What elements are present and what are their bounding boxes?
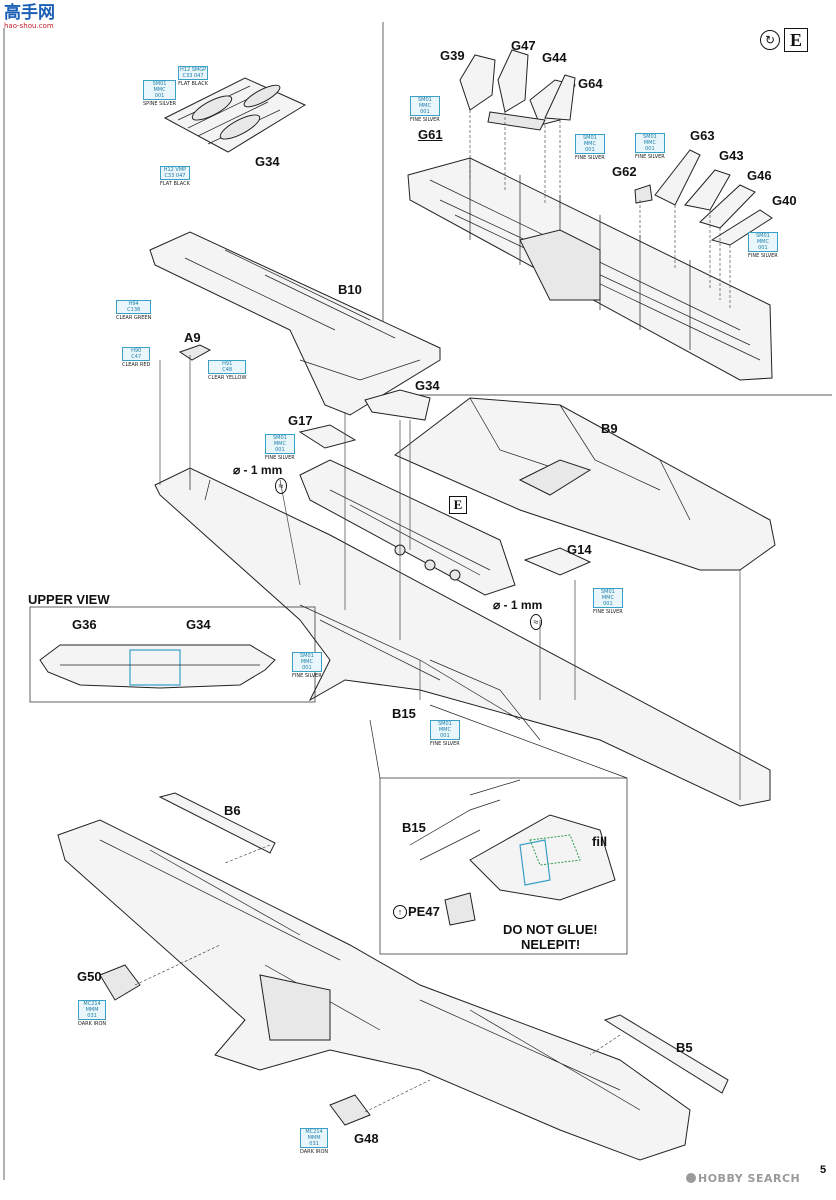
g34-radiator-drawing — [163, 77, 307, 153]
watermark-logo-icon — [686, 1173, 696, 1183]
step-badge: E — [784, 28, 808, 52]
cockpit-frame-drawing — [407, 49, 773, 381]
b5-drawing — [603, 1014, 729, 1094]
label-diameter-2: ⌀ - 1 mm — [493, 598, 543, 612]
label-diameter-1: ⌀ - 1 mm — [233, 463, 283, 477]
label-b10: B10 — [338, 282, 362, 297]
label-g50: G50 — [77, 969, 102, 984]
label-b6: B6 — [224, 803, 241, 818]
label-b15-detail: B15 — [402, 820, 426, 835]
label-g39: G39 — [440, 48, 465, 63]
detail-drawing — [409, 779, 616, 926]
drill-icon: ≈ — [275, 478, 287, 494]
label-g63: G63 — [690, 128, 715, 143]
label-g61: G61 — [418, 127, 443, 142]
label-g40: G40 — [772, 193, 797, 208]
label-g34-upper-view: G34 — [186, 617, 211, 632]
b10-wing-drawing — [149, 231, 441, 416]
g50-drawing — [99, 964, 141, 1001]
label-a9: A9 — [184, 330, 201, 345]
upper-view-drawing — [39, 644, 276, 689]
label-fill: fill — [592, 834, 608, 849]
site-logo: 高手网 hao-shou.com — [4, 4, 84, 30]
label-g47: G47 — [511, 38, 536, 53]
label-g44: G44 — [542, 50, 567, 65]
do-not-glue-text: DO NOT GLUE! — [503, 922, 598, 937]
page-number: 5 — [820, 1164, 827, 1176]
label-b5: B5 — [676, 1040, 693, 1055]
label-g36: G36 — [72, 617, 97, 632]
label-b15: B15 — [392, 706, 416, 721]
label-g48: G48 — [354, 1131, 379, 1146]
label-b9: B9 — [601, 421, 618, 436]
label-g43: G43 — [719, 148, 744, 163]
label-g34-mid: G34 — [415, 378, 440, 393]
g34-mid-drawing — [364, 389, 431, 421]
arrow-up-icon: ↑ — [393, 905, 407, 919]
label-g64: G64 — [578, 76, 603, 91]
logo-url: hao-shou.com — [4, 22, 54, 30]
label-g46: G46 — [747, 168, 772, 183]
upper-view-title: UPPER VIEW — [28, 592, 110, 607]
b9-wing-drawing — [394, 397, 776, 571]
detail-inset-box — [379, 777, 628, 955]
logo-text: 高手网 — [4, 3, 55, 23]
label-g14: G14 — [567, 542, 592, 557]
label-g62: G62 — [612, 164, 637, 179]
drill-icon: ≈ — [530, 614, 542, 630]
g48-drawing — [329, 1094, 371, 1126]
b6-drawing — [158, 792, 276, 854]
nelepit-text: NELEPIT! — [521, 937, 581, 952]
watermark-text: HOBBY SEARCH — [698, 1172, 801, 1185]
fuselage-badge: E — [449, 496, 467, 514]
watermark: HOBBY SEARCH — [686, 1172, 800, 1185]
label-g34-top: G34 — [255, 154, 280, 169]
bottom-wing-drawing — [57, 819, 691, 1161]
fuselage-interior-drawing — [299, 459, 516, 596]
g17-drawing — [298, 424, 357, 449]
label-g17: G17 — [288, 413, 313, 428]
label-pe47: PE47 — [408, 904, 440, 919]
g14-drawing — [523, 547, 592, 576]
a9-drawing — [178, 344, 212, 361]
rotate-icon: ↻ — [760, 30, 780, 50]
